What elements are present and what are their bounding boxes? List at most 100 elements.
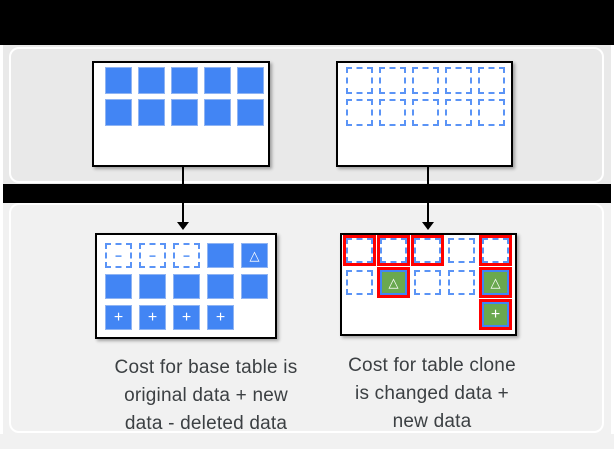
cell-filled <box>207 274 234 299</box>
cell-slot: △ <box>238 240 271 271</box>
plus-icon: + <box>215 308 226 326</box>
cell-slot: + <box>102 302 135 333</box>
cell-slot <box>377 299 410 330</box>
cell-slot: + <box>136 302 169 333</box>
cell-slot <box>411 299 444 330</box>
delta-icon: △ <box>249 248 260 263</box>
table-row: − − − △ <box>102 240 275 271</box>
right-down-arrow-stem <box>427 167 429 222</box>
caption-line: Cost for table clone <box>348 355 516 376</box>
table-clone-after-box: △△+ <box>340 233 517 336</box>
cell-red-dashed <box>414 238 441 263</box>
cell-dashed <box>448 270 475 295</box>
cell-filled <box>105 67 132 94</box>
cell-empty <box>380 302 407 327</box>
right-down-arrow-head <box>422 222 434 230</box>
plus-icon: + <box>113 308 124 326</box>
cell-slot <box>136 271 169 302</box>
right-edge-strip <box>611 45 614 434</box>
caption-line: Cost for base table is <box>114 357 298 378</box>
cell-slot <box>343 299 376 330</box>
red-highlight-border <box>377 235 410 266</box>
red-highlight-border <box>479 235 512 266</box>
delta-icon: △ <box>388 275 399 290</box>
delta-icon: △ <box>490 275 501 290</box>
cell-slot: + <box>479 299 512 330</box>
minus-icon: − <box>114 248 122 263</box>
left-edge-strip <box>0 45 3 434</box>
cell-filled <box>105 99 132 126</box>
cell-slot <box>445 235 478 266</box>
red-highlight-border <box>411 235 444 266</box>
red-highlight-border <box>343 235 376 266</box>
cell-slot <box>411 267 444 298</box>
cell-dashed <box>346 99 373 126</box>
base-table-after-box: − − − △ + + + + <box>95 233 277 339</box>
cell-red-dashed <box>380 238 407 263</box>
table-row <box>343 235 515 266</box>
cell-slot <box>445 299 478 330</box>
cell-dashed <box>478 67 505 94</box>
cell-red-green-delta: △ <box>482 270 509 295</box>
cell-slot <box>238 302 271 333</box>
cell-empty <box>346 302 373 327</box>
base-table-before-box <box>92 61 270 167</box>
plus-icon: + <box>147 308 158 326</box>
cell-filled-delta: △ <box>241 243 268 268</box>
middle-black-bar <box>0 184 614 203</box>
cell-slot <box>479 235 512 266</box>
red-highlight-border: △ <box>377 267 410 298</box>
cell-dashed <box>379 99 406 126</box>
cell-filled <box>138 67 165 94</box>
table-row: △△ <box>343 267 515 298</box>
cell-slot: − <box>136 240 169 271</box>
cell-filled <box>171 67 198 94</box>
cell-filled <box>105 274 132 299</box>
minus-icon: − <box>182 248 190 263</box>
table-row <box>105 67 268 94</box>
cell-slot <box>170 271 203 302</box>
left-down-arrow-head <box>177 222 189 230</box>
cell-red-dashed <box>346 238 373 263</box>
cell-slot <box>411 235 444 266</box>
cell-slot: − <box>102 240 135 271</box>
red-highlight-border: + <box>479 299 512 330</box>
cell-filled <box>138 99 165 126</box>
cell-filled <box>241 274 268 299</box>
cell-empty <box>414 302 441 327</box>
base-table-cost-caption: Cost for base table is original data + n… <box>86 354 326 438</box>
cell-red-green-delta: △ <box>380 270 407 295</box>
cell-dashed-minus: − <box>105 243 132 268</box>
cell-dashed <box>379 67 406 94</box>
cell-dashed <box>478 99 505 126</box>
cell-slot <box>445 267 478 298</box>
caption-line: new data <box>392 411 472 432</box>
cell-filled-plus: + <box>105 305 132 330</box>
cell-slot <box>204 271 237 302</box>
cell-dashed <box>414 270 441 295</box>
plus-icon: + <box>181 308 192 326</box>
table-row <box>105 99 268 126</box>
minus-icon: − <box>148 248 156 263</box>
cell-dashed <box>448 238 475 263</box>
cell-dashed <box>346 270 373 295</box>
cell-filled <box>204 99 231 126</box>
base-table-after-grid: − − − △ + + + + <box>97 235 275 333</box>
cell-slot <box>238 271 271 302</box>
cell-filled <box>237 99 264 126</box>
cell-filled <box>207 243 234 268</box>
cell-slot <box>343 267 376 298</box>
cell-filled <box>139 274 166 299</box>
cell-empty <box>241 305 268 330</box>
caption-line: original data + new <box>124 385 288 406</box>
cell-dashed <box>445 67 472 94</box>
cell-dashed <box>412 99 439 126</box>
cell-filled-plus: + <box>173 305 200 330</box>
cell-slot <box>102 271 135 302</box>
plus-icon: + <box>490 305 501 323</box>
top-black-bar <box>0 0 614 45</box>
cell-filled-plus: + <box>207 305 234 330</box>
cell-red-green-plus: + <box>482 302 509 327</box>
table-row: + <box>343 299 515 330</box>
cell-filled <box>171 99 198 126</box>
